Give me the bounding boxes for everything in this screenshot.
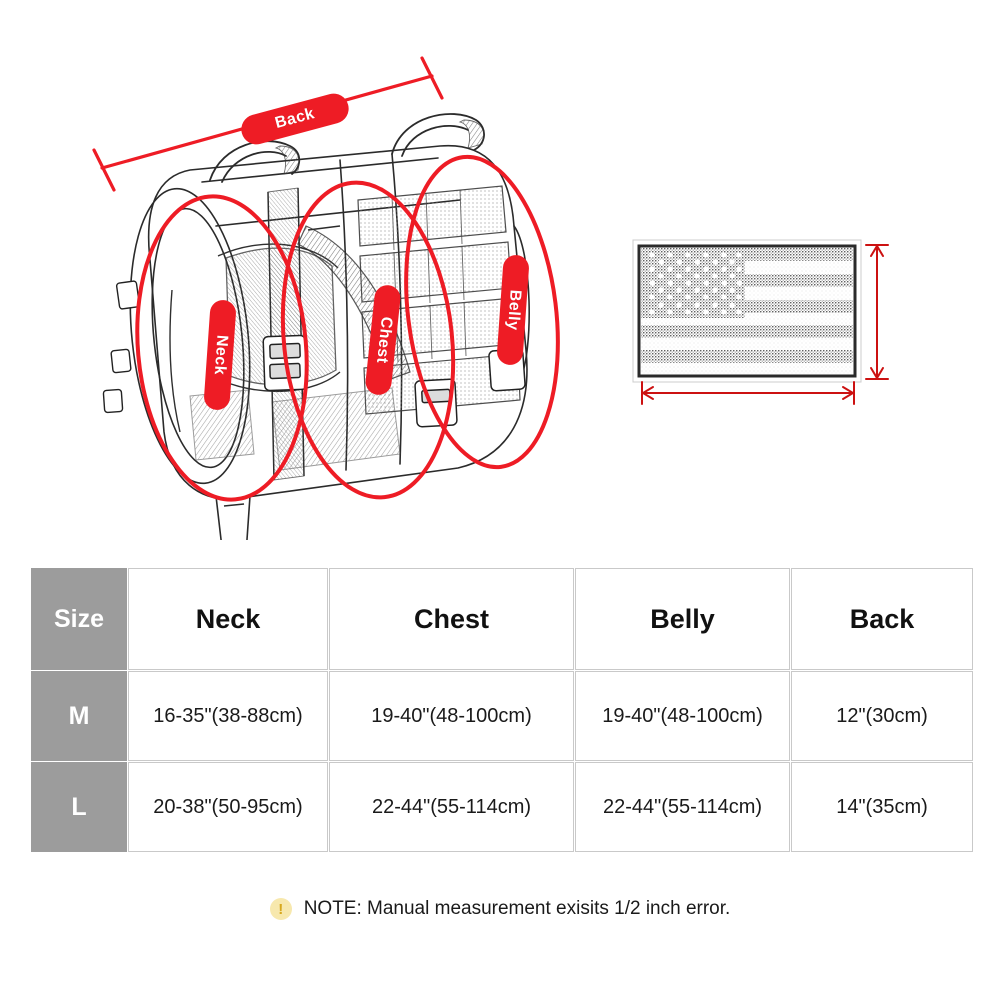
measure-ellipse-belly bbox=[404, 154, 560, 470]
table-header-back: Back bbox=[791, 568, 973, 670]
row-chest-value: 19-40"(48-100cm) bbox=[329, 671, 574, 761]
flag-stars bbox=[649, 252, 742, 315]
table-header-row: Size Neck Chest Belly Back bbox=[31, 568, 973, 670]
table-header-chest: Chest bbox=[329, 568, 574, 670]
row-size-label: L bbox=[31, 762, 127, 852]
table-header-size: Size bbox=[31, 568, 127, 670]
measure-ellipse-neck bbox=[135, 194, 309, 502]
measure-ellipse-chest bbox=[280, 180, 456, 500]
harness-handle-shading bbox=[274, 119, 485, 175]
harness-illustration bbox=[92, 56, 560, 540]
harness-side-clips bbox=[102, 280, 141, 414]
table-row: M 16-35"(38-88cm) 19-40"(48-100cm) 19-40… bbox=[31, 671, 973, 761]
table-header-neck: Neck bbox=[128, 568, 328, 670]
us-flag-patch-illustration bbox=[632, 239, 889, 405]
illustration-area: Back Neck Chest Belly bbox=[92, 56, 889, 540]
note-text: NOTE: Manual measurement exisits 1/2 inc… bbox=[303, 898, 731, 919]
measure-label-chest-text: Chest bbox=[372, 315, 395, 365]
row-chest-value: 22-44"(55-114cm) bbox=[329, 762, 574, 852]
row-belly-value: 22-44"(55-114cm) bbox=[575, 762, 790, 852]
patch-height-arrow bbox=[865, 244, 889, 380]
flag-canton bbox=[641, 248, 745, 318]
table-header-belly: Belly bbox=[575, 568, 790, 670]
table-row: L 20-38"(50-95cm) 22-44"(55-114cm) 22-44… bbox=[31, 762, 973, 852]
patch-width-arrow bbox=[641, 381, 855, 405]
row-back-value: 14"(35cm) bbox=[791, 762, 973, 852]
measure-label-belly-text: Belly bbox=[503, 289, 524, 331]
exclamation-circle-icon: ! bbox=[269, 898, 292, 920]
row-size-label: M bbox=[31, 671, 127, 761]
size-chart-table: Size Neck Chest Belly Back M 16-35"(38-8… bbox=[30, 567, 974, 853]
row-belly-value: 19-40"(48-100cm) bbox=[575, 671, 790, 761]
note-row: ! NOTE: Manual measurement exisits 1/2 i… bbox=[0, 898, 1000, 920]
measure-label-neck-text: Neck bbox=[210, 334, 231, 376]
row-neck-value: 20-38"(50-95cm) bbox=[128, 762, 328, 852]
row-neck-value: 16-35"(38-88cm) bbox=[128, 671, 328, 761]
measure-label-back-text: Back bbox=[273, 105, 317, 132]
harness-bottom-tab bbox=[215, 495, 251, 540]
row-back-value: 12"(30cm) bbox=[791, 671, 973, 761]
